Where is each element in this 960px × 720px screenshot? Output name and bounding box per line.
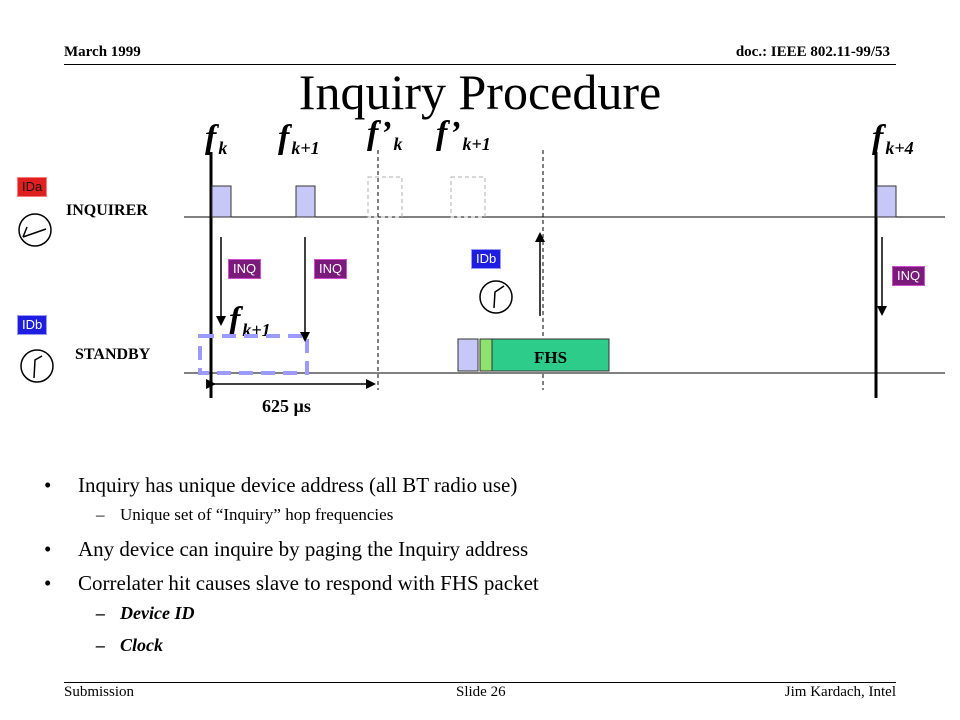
header-rule bbox=[64, 64, 896, 65]
tx-slot bbox=[211, 185, 232, 218]
inq-tag: INQ bbox=[892, 266, 926, 286]
row-label-standby: STANDBY bbox=[75, 346, 151, 363]
idb-tag-response: IDb bbox=[471, 249, 502, 269]
unused-slot-dashed bbox=[450, 176, 486, 218]
slide-title: Inquiry Procedure bbox=[298, 64, 662, 120]
clock-icon bbox=[479, 280, 513, 314]
bullet-item: Correlater hit causes slave to respond w… bbox=[44, 570, 924, 596]
header-date: March 1999 bbox=[64, 44, 141, 60]
footer-slide-number: Slide 26 bbox=[456, 684, 506, 700]
row-label-inquirer: INQUIRER bbox=[66, 202, 148, 219]
sub-bullet-item: –Device ID bbox=[96, 603, 195, 623]
tx-slot bbox=[876, 185, 897, 218]
tx-slot bbox=[295, 185, 316, 218]
timing-diagram bbox=[18, 150, 945, 398]
footer-rule bbox=[64, 682, 896, 683]
sub-bullet-item: –Clock bbox=[96, 635, 163, 655]
bullet-item: Inquiry has unique device address (all B… bbox=[44, 472, 924, 498]
fhs-label: FHS bbox=[533, 348, 568, 367]
idb-tag-side: IDb bbox=[17, 315, 48, 335]
footer-submission: Submission bbox=[64, 684, 135, 700]
freq-label-fprime-k: f’k bbox=[367, 115, 403, 155]
freq-label-fprime-k1: f’k+1 bbox=[436, 115, 491, 155]
sub-bullet-item: –Unique set of “Inquiry” hop frequencies bbox=[96, 505, 394, 524]
duration-label: 625 µs bbox=[262, 396, 311, 416]
bullet-list: Inquiry has unique device address (all B… bbox=[44, 472, 924, 666]
fhs-sync bbox=[479, 338, 493, 372]
fhs-packet bbox=[491, 338, 610, 372]
clock-icon bbox=[18, 213, 52, 247]
inq-tag: INQ bbox=[314, 259, 348, 279]
footer-author: Jim Kardach, Intel bbox=[784, 684, 896, 700]
inq-tag: INQ bbox=[228, 259, 262, 279]
response-slot bbox=[457, 338, 479, 372]
ida-tag: IDa bbox=[17, 177, 48, 197]
bullet-item: Any device can inquire by paging the Inq… bbox=[44, 536, 924, 562]
header-doc-id: doc.: IEEE 802.11-99/53 bbox=[735, 44, 890, 60]
scan-window-dashed bbox=[198, 334, 309, 375]
unused-slot-dashed bbox=[367, 176, 403, 218]
clock-icon bbox=[20, 349, 54, 383]
